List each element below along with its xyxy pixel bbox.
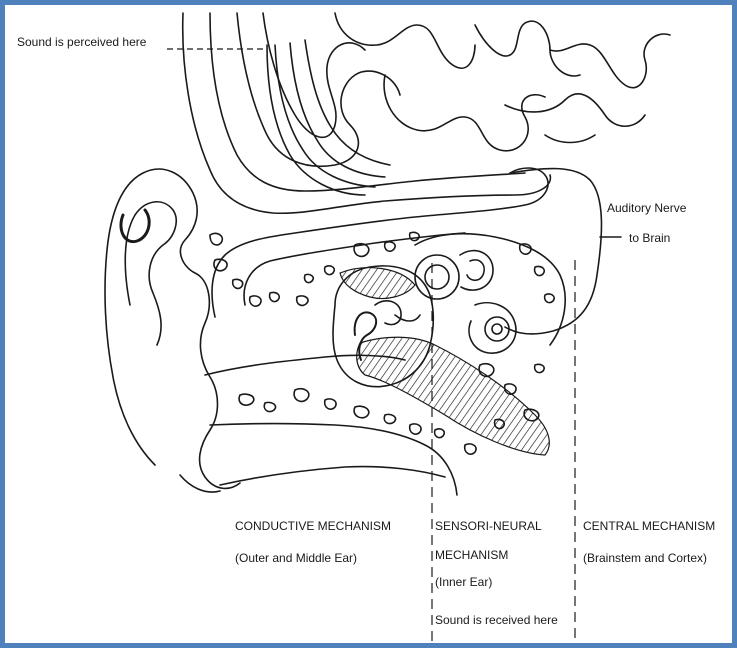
label-to-brain: to Brain [629,231,670,245]
bone-cell [535,364,545,372]
bone-cell [465,444,476,454]
brain-fold [210,13,525,191]
pinna-lobe [180,475,220,492]
label-sensori-title-2: MECHANISM [435,548,508,562]
bone-cell [325,399,336,409]
label-sensori-sub: (Inner Ear) [435,575,492,589]
bone-cell [297,296,308,305]
brain-fold [183,13,551,213]
cochlea-inner [425,265,449,289]
bone-cell [210,233,222,245]
nerve-fiber [267,45,365,195]
label-conductive-title: CONDUCTIVE MECHANISM [235,519,391,533]
bone-cell [410,232,420,240]
bone-cell [385,242,396,251]
brain-fold [550,34,670,88]
bone-cell [325,266,335,275]
semicircular-canal [467,260,484,280]
hatched-canal-region [357,337,550,455]
pinna-outline [105,169,240,488]
skull-base-lower [210,424,457,496]
nerve-fiber [305,40,390,165]
label-central-sub: (Brainstem and Cortex) [583,551,707,565]
bone-cell [435,429,445,438]
nerve-fiber [290,43,385,177]
bone-cell [294,389,309,402]
pinna-inner [125,202,176,345]
canal-edge [220,467,445,485]
brain-fold [335,13,475,68]
cochlea-outer [415,255,459,299]
bone-cell [535,266,545,275]
bone-cell [305,274,314,282]
bone-cell [410,424,421,434]
auditory-nerve-loop [505,169,601,334]
label-conductive-sub: (Outer and Middle Ear) [235,551,357,565]
bone-cell [270,292,280,301]
bone-cell [239,394,254,405]
bone-cell [384,414,395,423]
brain-fold [475,21,580,76]
brain-fold [545,135,595,143]
stapes [395,315,420,321]
brain-fold [384,75,545,151]
hatched-tympanic-region [340,268,415,299]
bone-cell [233,279,243,288]
label-auditory-nerve: Auditory Nerve [607,201,686,215]
incus [375,301,401,325]
label-sensori-title-1: SENSORI-NEURAL [435,519,542,533]
bone-cell [545,294,555,303]
label-sound-received: Sound is received here [435,613,558,627]
bone-cell [354,406,369,418]
semicircular-canal [460,251,493,291]
label-sound-perceived: Sound is perceived here [17,35,146,49]
bone-cell [264,402,275,411]
bone-cell [250,296,261,306]
label-central-title: CENTRAL MECHANISM [583,519,715,533]
cochlea-coil [485,317,509,341]
cochlea-coil-inner [492,324,502,334]
